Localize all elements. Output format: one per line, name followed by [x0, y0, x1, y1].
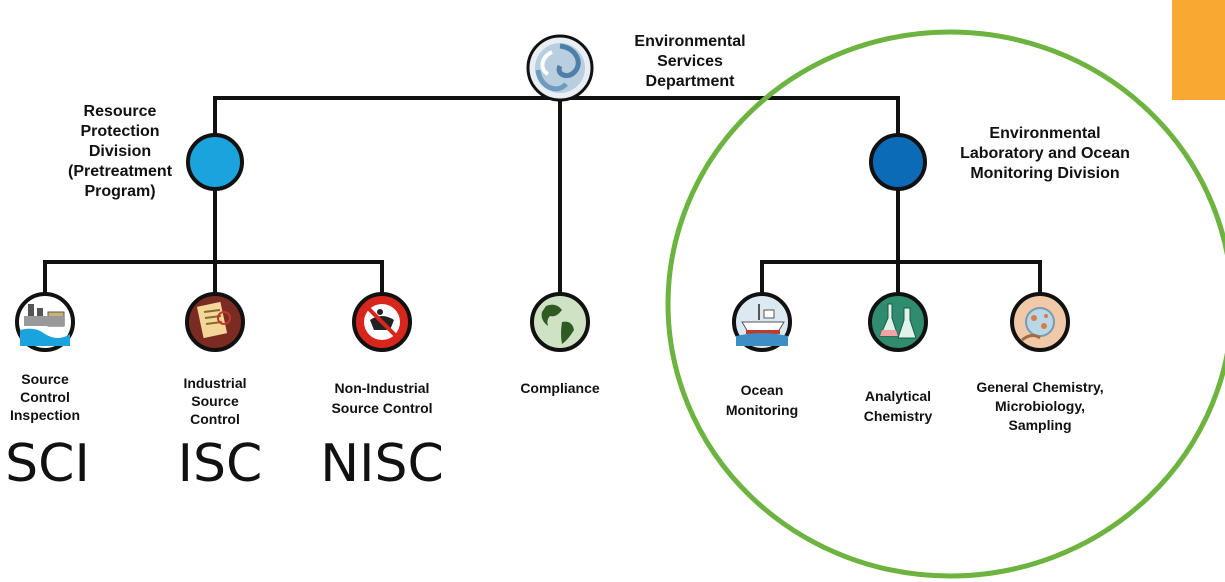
ocean-label-line: Monitoring: [725, 402, 799, 418]
isc-abbr: ISC: [177, 434, 263, 494]
elomd-label-line: Laboratory and Ocean: [960, 145, 1130, 162]
esd-label: Environmental Services Department: [600, 32, 780, 92]
sci-label: Source Control Inspection: [0, 370, 90, 424]
rpd-label-line: (Pretreatment: [67, 163, 173, 180]
rpd-label-line: Resource: [83, 103, 157, 120]
isc-label-line: Control: [190, 411, 240, 427]
sci-label-line: Source: [21, 371, 69, 387]
globe-icon: [530, 292, 590, 352]
rpd-label-line: Program): [84, 183, 156, 200]
general-label: General Chemistry, Microbiology, Samplin…: [965, 378, 1115, 435]
elomd-label-line: Monitoring Division: [970, 165, 1120, 182]
analytical-label-line: Chemistry: [863, 408, 933, 424]
sci-abbr: SCI: [5, 434, 90, 494]
microbiology-sample-icon: [1010, 292, 1070, 352]
rpd-label-line: Division: [88, 143, 152, 160]
compliance-label-line: Compliance: [520, 380, 600, 396]
nisc-label-line: Source Control: [331, 400, 433, 416]
permit-documents-icon: [185, 292, 245, 352]
nisc-label: Non-Industrial Source Control: [312, 378, 452, 418]
rpd-label-line: Protection: [80, 123, 160, 140]
sci-label-line: Inspection: [9, 407, 80, 423]
analytical-label: Analytical Chemistry: [843, 386, 953, 426]
analytical-label-line: Analytical: [864, 388, 932, 404]
general-label-line: Sampling: [1008, 417, 1072, 433]
nisc-abbr: NISC: [320, 434, 444, 494]
isc-label-line: Industrial: [183, 375, 247, 391]
research-vessel-icon: [732, 292, 792, 352]
industrial-plant-icon: [15, 292, 75, 352]
swirl-logo-icon: [526, 34, 594, 102]
isc-label-line: Source: [191, 393, 239, 409]
elomd-node-circle: [869, 133, 927, 191]
connector-lines: [43, 96, 1042, 322]
lab-flasks-icon: [868, 292, 928, 352]
sci-label-line: Control: [20, 389, 70, 405]
isc-label: Industrial Source Control: [160, 374, 270, 428]
esd-label-line: Services: [657, 53, 723, 70]
rpd-node-circle: [186, 133, 244, 191]
orange-accent-bar: [1172, 0, 1225, 100]
ocean-label: Ocean Monitoring: [712, 380, 812, 420]
general-label-line: General Chemistry,: [976, 379, 1104, 395]
elomd-label: Environmental Laboratory and Ocean Monit…: [930, 124, 1160, 184]
esd-label-line: Department: [645, 73, 735, 90]
highlight-ring: [665, 29, 1225, 579]
elomd-label-line: Environmental: [989, 125, 1101, 142]
general-label-line: Microbiology,: [995, 398, 1085, 414]
ocean-label-line: Ocean: [740, 382, 784, 398]
no-fats-oils-grease-icon: [352, 292, 412, 352]
nisc-label-line: Non-Industrial: [334, 380, 430, 396]
rpd-label: Resource Protection Division (Pretreatme…: [50, 102, 190, 202]
compliance-label: Compliance: [500, 378, 620, 398]
esd-label-line: Environmental: [634, 33, 746, 50]
